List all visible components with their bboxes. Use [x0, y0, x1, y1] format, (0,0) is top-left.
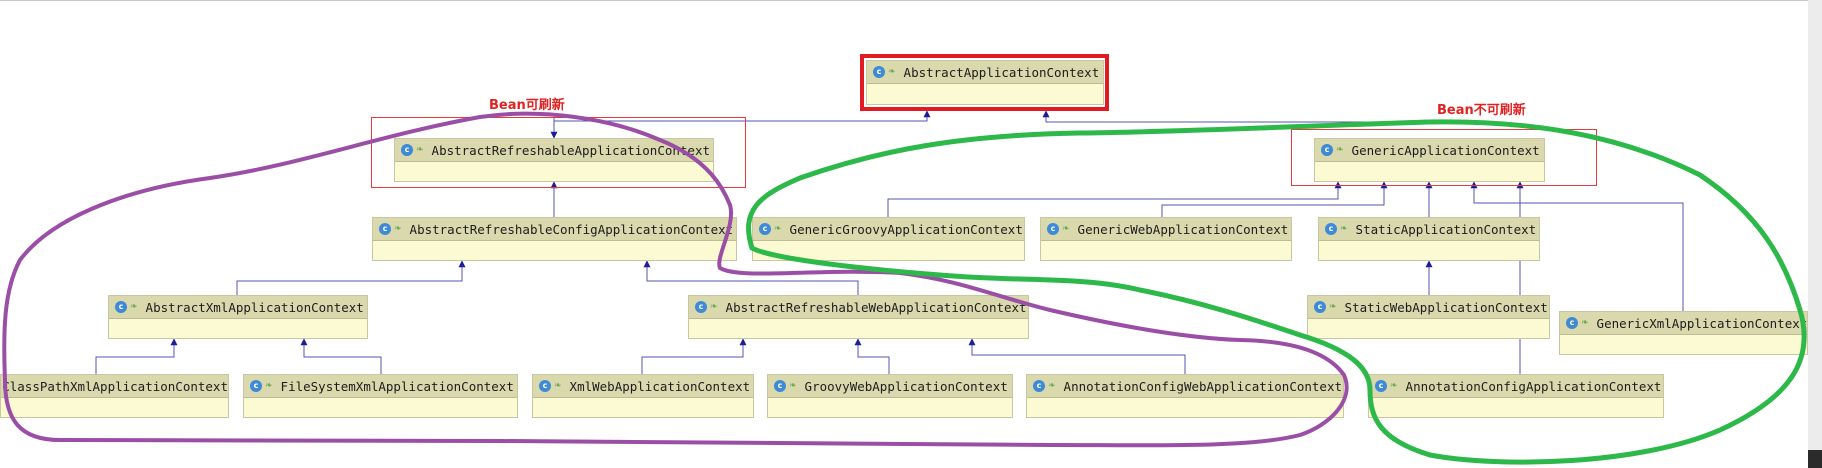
- leaf-icon: ❧: [888, 67, 896, 77]
- class-c-icon: c: [539, 380, 551, 392]
- class-name: AbstractXmlApplicationContext: [145, 299, 364, 315]
- class-name: XmlWebApplicationContext: [569, 378, 751, 394]
- class-generic-web-application-context[interactable]: c❧ GenericWebApplicationContext: [1040, 217, 1292, 261]
- edge-classpath-to-abstract-xml: [95, 338, 178, 374]
- class-c-icon: c: [379, 223, 391, 235]
- class-name: ClassPathXmlApplicationContext: [2, 378, 228, 394]
- class-xml-web-application-context[interactable]: c❧ XmlWebApplicationContext: [532, 374, 754, 418]
- leaf-icon: ❧: [1329, 302, 1337, 312]
- leaf-icon: ❧: [416, 145, 424, 155]
- class-name: StaticApplicationContext: [1355, 221, 1537, 237]
- class-name: StaticWebApplicationContext: [1344, 299, 1548, 315]
- class-annotation-config-web-application-context[interactable]: c❧ AnnotationConfigWebApplicationContext: [1026, 374, 1344, 418]
- class-name: GroovyWebApplicationContext: [804, 378, 1008, 394]
- class-abstract-xml-application-context[interactable]: c❧ AbstractXmlApplicationContext: [108, 295, 368, 339]
- class-abstract-refreshable-application-context[interactable]: c❧ AbstractRefreshableApplicationContext: [394, 138, 714, 182]
- class-c-icon: c: [1325, 223, 1337, 235]
- leaf-icon: ❧: [1581, 318, 1589, 328]
- root-highlight-box: [860, 54, 1109, 111]
- class-c-icon: c: [250, 380, 262, 392]
- leaf-icon: ❧: [710, 302, 718, 312]
- leaf-icon: ❧: [130, 302, 138, 312]
- class-name: AbstractRefreshableConfigApplicationCont…: [409, 221, 734, 237]
- class-name: AbstractApplicationContext: [903, 64, 1100, 80]
- leaf-icon: ❧: [1062, 224, 1070, 234]
- scrollbar-corner: [1808, 450, 1822, 468]
- edge-filesystem-to-abstract-xml: [300, 338, 382, 374]
- class-name: GenericWebApplicationContext: [1077, 221, 1289, 237]
- class-c-icon: c: [1375, 380, 1387, 392]
- class-abstract-refreshable-config-application-context[interactable]: c❧ AbstractRefreshableConfigApplicationCo…: [372, 217, 737, 261]
- class-abstract-application-context[interactable]: c❧ AbstractApplicationContext: [866, 60, 1104, 105]
- class-c-icon: c: [1566, 317, 1578, 329]
- class-name: AbstractRefreshableApplicationContext: [431, 142, 710, 158]
- leaf-icon: ❧: [774, 224, 782, 234]
- class-generic-xml-application-context[interactable]: c❧ GenericXmlApplicationContext: [1559, 311, 1808, 355]
- edge-refreshable-web-to-refreshable-config: [643, 260, 859, 295]
- class-static-application-context[interactable]: c❧ StaticApplicationContext: [1318, 217, 1540, 261]
- leaf-icon: ❧: [1390, 381, 1398, 391]
- leaf-icon: ❧: [265, 381, 273, 391]
- class-name: AbstractRefreshableWebApplicationContext: [725, 299, 1027, 315]
- class-c-icon: c: [759, 223, 771, 235]
- vertical-scrollbar[interactable]: [1808, 0, 1822, 468]
- class-generic-application-context[interactable]: c❧ GenericApplicationContext: [1314, 138, 1545, 182]
- class-groovy-web-application-context[interactable]: c❧ GroovyWebApplicationContext: [767, 374, 1013, 418]
- edge-generic-to-root: [1042, 110, 1428, 123]
- class-name: AnnotationConfigWebApplicationContext: [1063, 378, 1342, 394]
- class-name: FileSystemXmlApplicationContext: [280, 378, 514, 394]
- edge-groovy-web-to-refreshable-web: [854, 338, 890, 374]
- edge-annotation-web-to-refreshable-web: [968, 338, 1186, 374]
- class-name: GenericGroovyApplicationContext: [789, 221, 1023, 237]
- class-name: AnnotationConfigApplicationContext: [1405, 378, 1662, 394]
- edge-abstract-xml-to-refreshable-config: [236, 260, 466, 295]
- leaf-icon: ❧: [1340, 224, 1348, 234]
- class-name: GenericXmlApplicationContext: [1596, 315, 1807, 331]
- class-static-web-application-context[interactable]: c❧ StaticWebApplicationContext: [1307, 295, 1550, 339]
- leaf-icon: ❧: [789, 381, 797, 391]
- class-c-icon: c: [1314, 301, 1326, 313]
- class-generic-groovy-application-context[interactable]: c❧ GenericGroovyApplicationContext: [752, 217, 1025, 261]
- class-c-icon: c: [1321, 144, 1333, 156]
- class-c-icon: c: [1047, 223, 1059, 235]
- class-annotation-config-application-context[interactable]: c❧ AnnotationConfigApplicationContext: [1368, 374, 1664, 418]
- class-c-icon: c: [873, 66, 885, 78]
- leaf-icon: ❧: [1048, 381, 1056, 391]
- class-c-icon: c: [115, 301, 127, 313]
- class-name: GenericApplicationContext: [1351, 142, 1540, 158]
- label-bean-non-refreshable: Bean不可刷新: [1437, 103, 1526, 118]
- class-filesystem-xml-application-context[interactable]: c❧ FileSystemXmlApplicationContext: [243, 374, 518, 418]
- class-c-icon: c: [401, 144, 413, 156]
- class-c-icon: c: [1033, 380, 1045, 392]
- top-border: [0, 0, 1822, 1]
- leaf-icon: ❧: [554, 381, 562, 391]
- class-c-icon: c: [774, 380, 786, 392]
- edge-xml-web-to-refreshable-web: [641, 338, 747, 374]
- label-bean-refreshable: Bean可刷新: [489, 98, 565, 113]
- edge-groovy-generic-to-generic: [887, 181, 1342, 217]
- class-classpath-xml-application-context[interactable]: ClassPathXmlApplicationContext: [0, 374, 229, 418]
- class-c-icon: c: [695, 301, 707, 313]
- leaf-icon: ❧: [394, 224, 402, 234]
- leaf-icon: ❧: [1336, 145, 1344, 155]
- class-abstract-refreshable-web-application-context[interactable]: c❧ AbstractRefreshableWebApplicationConte…: [688, 295, 1029, 339]
